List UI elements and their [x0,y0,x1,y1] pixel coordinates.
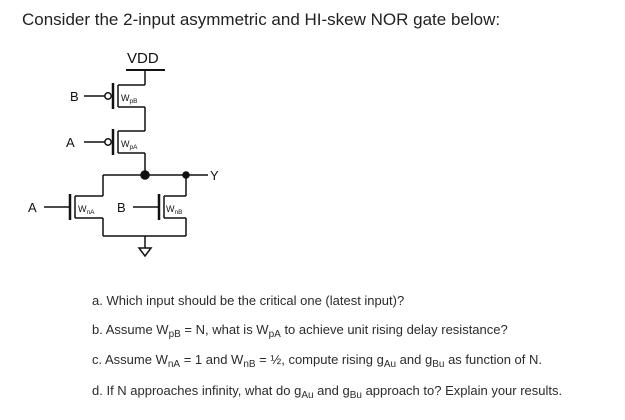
vdd-label: VDD [127,50,159,67]
pmos-wpb [84,83,145,109]
input-b-nmos-label: B [117,200,126,215]
problem-heading: Consider the 2-input asymmetric and HI-s… [22,10,501,29]
nmos-wnb-label: WnB [166,204,182,216]
question-c: c. Assume WnA = 1 and WnB = ½, compute r… [92,352,543,370]
pmos-wpa-bubble [104,138,112,146]
input-a-pmos-label: A [66,135,75,150]
question-d: d. If N approaches infinity, what do gAu… [92,383,563,401]
pmos-wpa-label: WpA [121,139,138,151]
pmos-wpb-bubble [104,92,112,100]
input-b-pmos-label: B [70,89,79,104]
nmos-wna-label: WnA [78,204,95,216]
question-b: b. Assume WpB = N, what is WpA to achiev… [92,322,508,340]
input-a-nmos-label: A [28,200,37,215]
nmos-wna [44,175,104,220]
nmos-wnb [133,175,187,220]
pmos-wpb-label: WpB [121,93,137,105]
output-y-label: Y [210,168,219,183]
pmos-wpa [84,129,145,155]
output-node-dot [140,170,150,180]
question-a: a. Which input should be the critical on… [92,293,405,308]
ground-icon [137,247,153,258]
